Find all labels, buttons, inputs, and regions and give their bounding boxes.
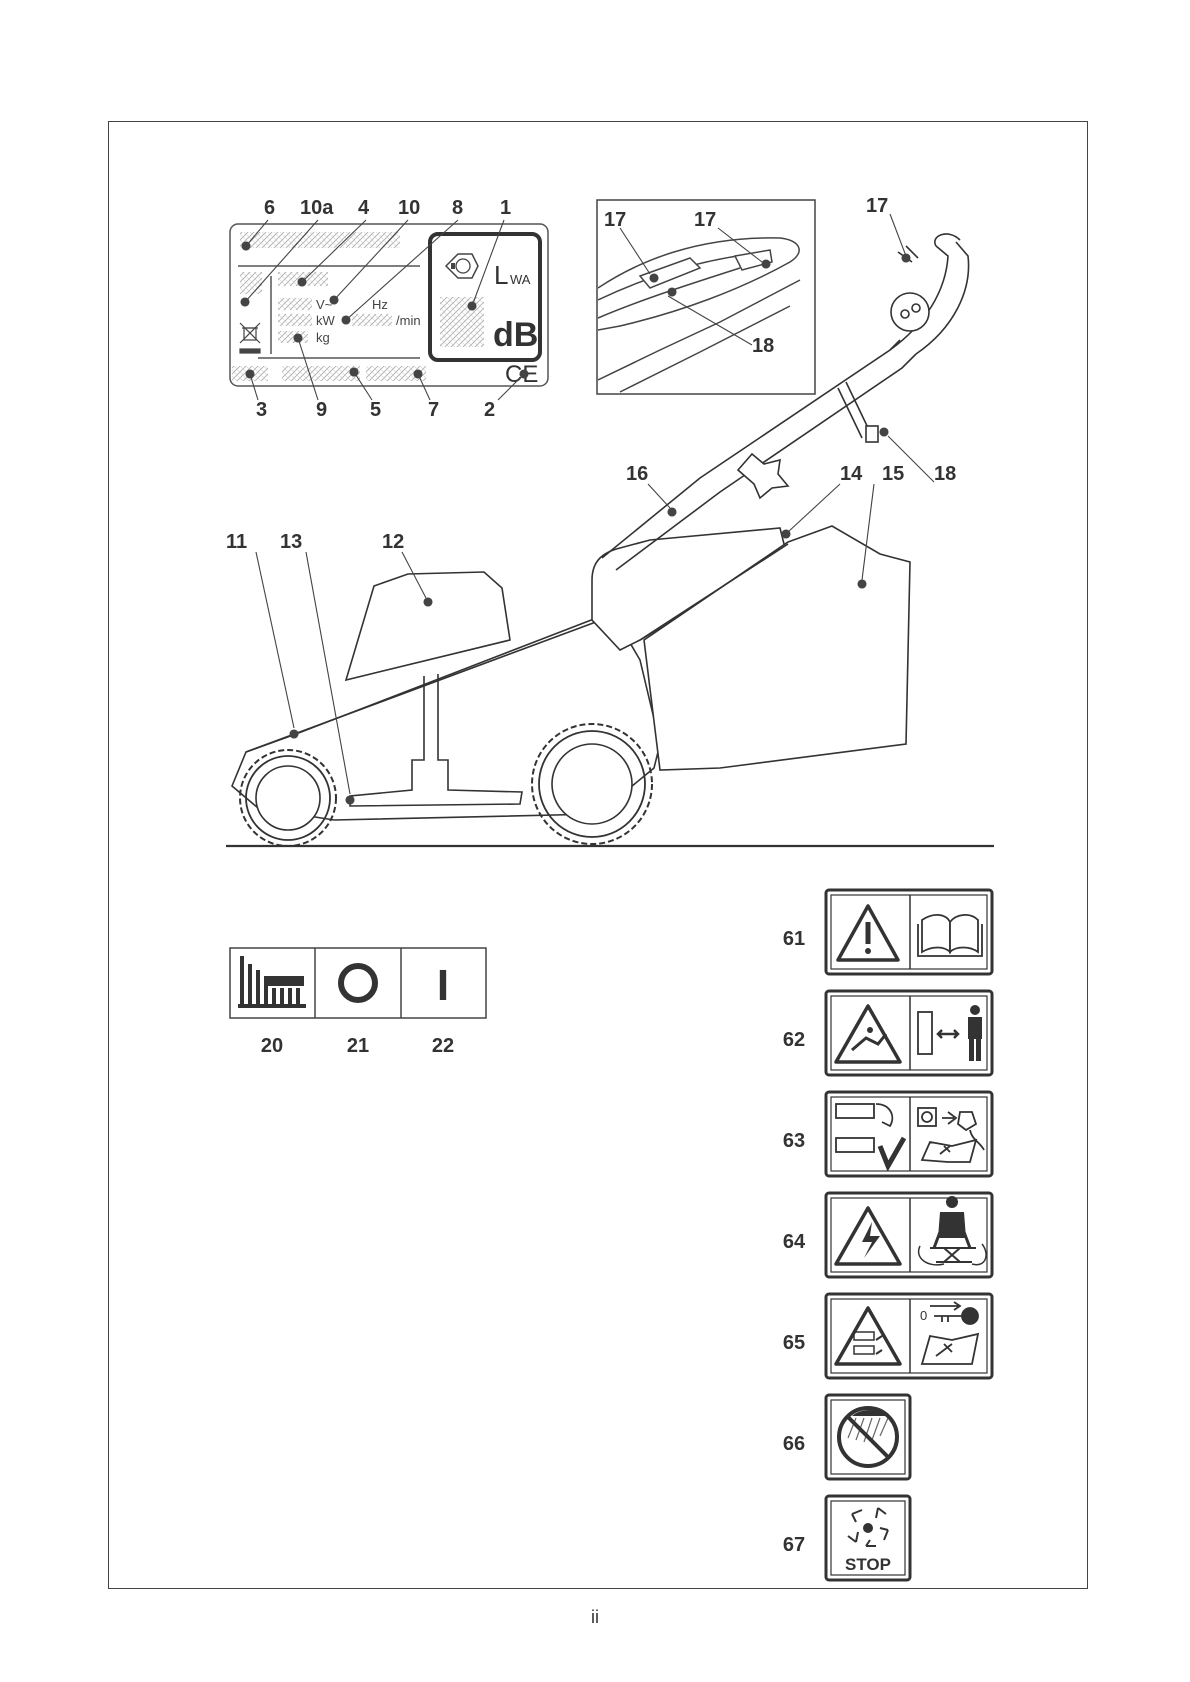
callout-10a: 10a (300, 197, 334, 219)
callout-6: 6 (264, 197, 275, 219)
warning-label-62-number: 62 (783, 1029, 805, 1051)
callout-9: 9 (316, 399, 327, 421)
callout-4: 4 (358, 197, 370, 219)
unit-kilowatt: kW (316, 313, 336, 328)
callout-13: 13 (280, 531, 302, 553)
lwa-label: L (494, 260, 508, 290)
callout-10: 10 (398, 197, 420, 219)
warning-label-61-number: 61 (783, 928, 805, 950)
svg-text:0: 0 (920, 1308, 927, 1323)
warning-label-65: 0 65 (783, 1294, 992, 1378)
warning-label-64-number: 64 (783, 1231, 806, 1253)
warning-label-67: STOP 67 (783, 1496, 910, 1580)
warning-labels: 61 62 (783, 890, 992, 1580)
warning-label-63-number: 63 (783, 1130, 805, 1152)
db-label: dB (493, 316, 538, 354)
handle-detail-inset: 17 17 18 (597, 200, 815, 394)
switch-label-21: 21 (347, 1035, 369, 1057)
unit-hertz: Hz (372, 297, 388, 312)
callout-14: 14 (840, 463, 863, 485)
callout-15: 15 (882, 463, 904, 485)
lwa-subscript: WA (510, 272, 531, 287)
callout-8: 8 (452, 197, 463, 219)
callout-12: 12 (382, 531, 404, 553)
rating-plate: V~ Hz kW /min kg L WA dB CE 6 (230, 197, 548, 421)
switch-label-20: 20 (261, 1035, 283, 1057)
warning-label-64: 64 (783, 1193, 992, 1277)
page-number: ii (0, 1607, 1190, 1628)
callout-7: 7 (428, 399, 439, 421)
callout-16: 16 (626, 463, 648, 485)
callout-18: 18 (934, 463, 956, 485)
warning-label-65-number: 65 (783, 1332, 805, 1354)
unit-per-min: /min (396, 313, 421, 328)
warning-label-61: 61 (783, 890, 992, 974)
warning-label-62: 62 (783, 991, 992, 1075)
inset-callout-17b: 17 (694, 209, 716, 231)
callout-17: 17 (866, 195, 888, 217)
inset-callout-18: 18 (752, 335, 774, 357)
inset-callout-17a: 17 (604, 209, 626, 231)
warning-label-66-number: 66 (783, 1433, 805, 1455)
warning-label-67-number: 67 (783, 1534, 805, 1556)
stop-text: STOP (845, 1555, 891, 1574)
unit-kilogram: kg (316, 330, 330, 345)
warning-label-66: 66 (783, 1395, 910, 1479)
callout-5: 5 (370, 399, 381, 421)
callout-11: 11 (226, 531, 247, 553)
switch-label-22: 22 (432, 1035, 454, 1057)
switch-symbols-strip: I 20 21 22 (230, 948, 486, 1057)
manual-book-icon (918, 915, 982, 956)
callout-1: 1 (500, 197, 511, 219)
on-bar-icon: I (437, 961, 449, 1010)
warning-label-63: 63 (783, 1092, 992, 1176)
callout-2: 2 (484, 399, 495, 421)
callout-3: 3 (256, 399, 267, 421)
